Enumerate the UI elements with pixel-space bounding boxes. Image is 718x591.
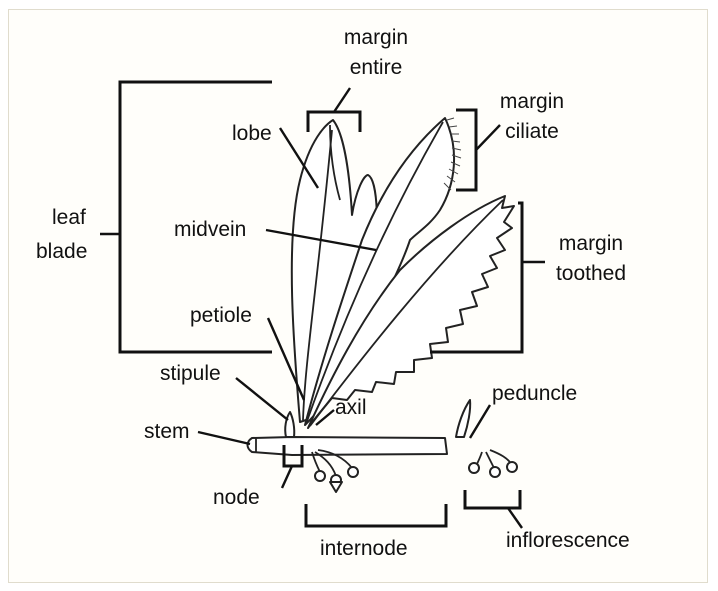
lobe-label: lobe xyxy=(232,122,272,145)
right-flower-cluster xyxy=(469,450,517,477)
inflorescence-leader xyxy=(508,508,522,528)
axil-label: axil xyxy=(335,396,367,419)
leaf-blade-label-line1: leaf xyxy=(52,206,86,229)
node-leader xyxy=(282,466,292,488)
margin-toothed-label-line2: toothed xyxy=(556,262,626,285)
node-label: node xyxy=(213,486,260,509)
stem-shape xyxy=(248,437,448,455)
margin-ciliate-leader xyxy=(476,125,500,150)
peduncle-bud xyxy=(456,400,470,437)
margin-entire-leader xyxy=(334,88,350,112)
midvein-label: midvein xyxy=(174,218,246,241)
stipule-leader xyxy=(236,378,288,420)
margin-entire-label-line2: entire xyxy=(350,56,403,79)
internode-bracket xyxy=(306,504,446,526)
stipule-shape xyxy=(285,412,294,437)
petiole-label: petiole xyxy=(190,304,252,327)
stem-leader xyxy=(198,432,250,444)
peduncle-label: peduncle xyxy=(492,382,577,405)
leaf-blade-label-line2: blade xyxy=(36,240,87,263)
stipule-label: stipule xyxy=(160,362,221,385)
inflorescence-label: inflorescence xyxy=(506,529,630,552)
stem-label: stem xyxy=(144,420,190,443)
margin-ciliate-label-line1: margin xyxy=(500,90,564,113)
inflorescence-bracket xyxy=(465,490,520,508)
peduncle-leader xyxy=(470,405,490,438)
left-flower-cluster xyxy=(312,450,358,492)
internode-label: internode xyxy=(320,537,408,560)
margin-toothed-label-line1: margin xyxy=(559,232,623,255)
margin-entire-label-line1: margin xyxy=(344,26,408,49)
margin-ciliate-label-line2: ciliate xyxy=(505,120,559,143)
